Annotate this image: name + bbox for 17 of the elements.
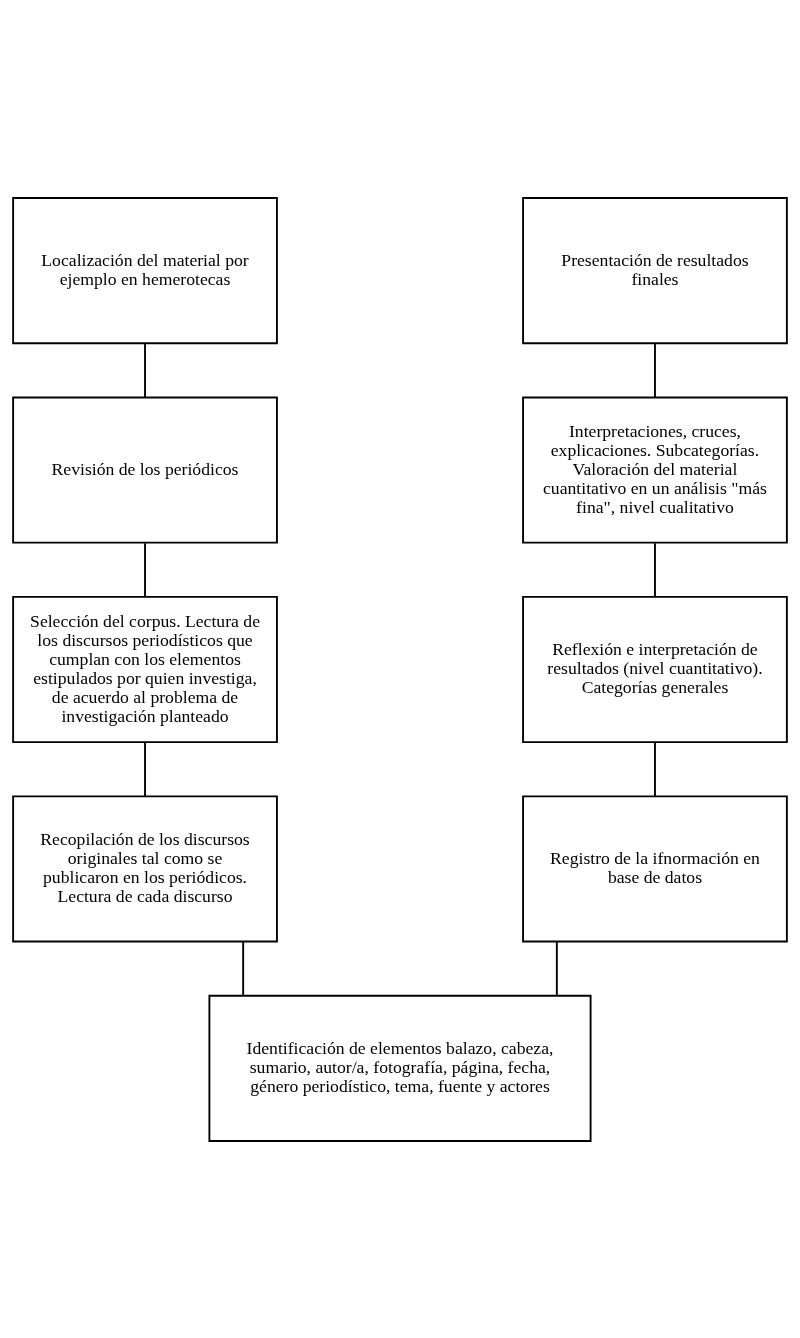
node-box: Registro de la ifnormación en base de datos [522, 794, 788, 942]
node-box: Identificación de elementos balazo, cabeza, sumario, autor/a, fotografía, página, fecha, género periodístico, tema, fuente y actores [208, 994, 592, 1142]
node-box: Recopilación de los discursos originales tal como se publicaron en los periódicos. Lectura de cada discurso [12, 794, 278, 942]
connector [654, 541, 656, 598]
connector [654, 741, 656, 797]
node-box: Reflexión e interpretación de resultados (nivel cuantitativo). Categorías generales [522, 595, 788, 743]
connector [144, 342, 146, 398]
node-box: Revisión de los periódicos [12, 396, 278, 544]
node-box: Presentación de resultados finales [522, 196, 788, 344]
connector [555, 940, 558, 997]
connector [144, 541, 146, 598]
node-box: Selección del corpus. Lectura de los discursos periodísticos que cumplan con los elementos estipulados por quien investiga, de acuerdo al problema de investigación planteado [12, 595, 278, 743]
node-box: Localización del material por ejemplo en hemerotecas [12, 196, 278, 344]
node-box: Interpretaciones, cruces, explicaciones. Subcategorías. Valoración del material cuantitativo en un análisis "más fina", nivel cualitativo [522, 396, 788, 544]
connector [654, 342, 656, 398]
connector [242, 940, 245, 997]
connector [144, 741, 146, 797]
